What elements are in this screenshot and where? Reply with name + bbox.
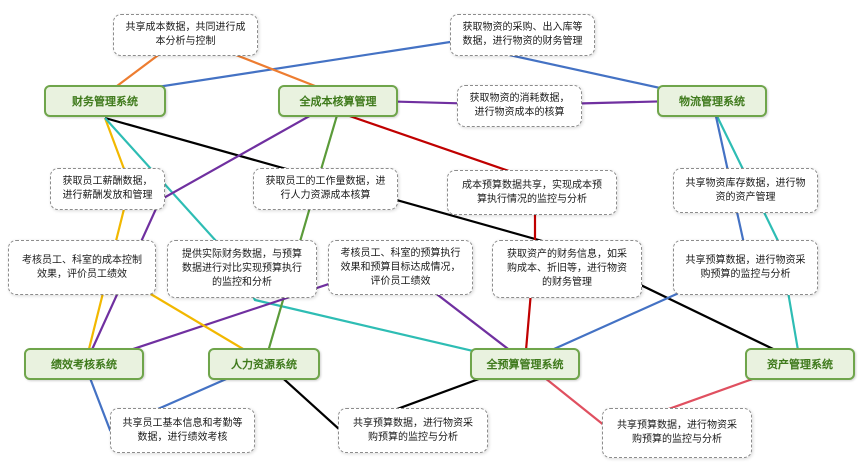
note-text: 获取物资的采购、出入库等 数据，进行物资的财务管理 (462, 22, 583, 47)
note-salary: 获取员工薪酬数据， 进行薪酬发放和管理 (50, 168, 165, 210)
note-actual-vs-budget: 提供实际财务数据，与预算 数据进行对比实现预算执行 的监控和分析 (167, 240, 317, 298)
note-logistics-finance: 获取物资的采购、出入库等 数据，进行物资的财务管理 (450, 14, 595, 56)
system-logistics[interactable]: 物流管理系统 (657, 85, 767, 117)
note-purchase-budget-1: 共享预算数据，进行物资采 购预算的监控与分析 (673, 240, 818, 295)
note-budget-eval: 考核员工、科室的预算执行 效果和预算目标达成情况， 评价员工绩效 (328, 240, 473, 295)
edge-cost-budget (337, 110, 537, 363)
note-purchase-budget-2: 共享预算数据，进行物资采 购预算的监控与分析 (338, 408, 488, 453)
note-text: 获取员工薪酬数据， 进行薪酬发放和管理 (62, 176, 153, 201)
note-hr-cost: 获取员工的工作量数据，进 行人力资源成本核算 (253, 168, 398, 210)
note-text: 获取员工的工作量数据，进 行人力资源成本核算 (265, 176, 386, 201)
note-text: 考核员工、科室的成本控制 效果，评价员工绩效 (22, 254, 142, 280)
note-text: 获取物资的消耗数据， 进行物资成本的核算 (469, 93, 570, 118)
note-material-cost: 获取物资的消耗数据， 进行物资成本的核算 (457, 85, 582, 127)
system-cost[interactable]: 全成本核算管理 (278, 85, 398, 117)
system-asset[interactable]: 资产管理系统 (745, 348, 855, 380)
edge-logistics-asset (714, 111, 802, 363)
note-purchase-budget-3: 共享预算数据，进行物资采 购预算的监控与分析 (602, 408, 752, 458)
note-text: 成本预算数据共享，实现成本预 算执行情况的监控与分析 (462, 179, 602, 205)
note-text: 共享预算数据，进行物资采 购预算的监控与分析 (353, 417, 473, 443)
note-text: 提供实际财务数据，与预算 数据进行对比实现预算执行 的监控和分析 (182, 249, 302, 288)
system-performance[interactable]: 绩效考核系统 (24, 348, 144, 380)
system-hr[interactable]: 人力资源系统 (208, 348, 320, 380)
note-text: 共享预算数据，进行物资采 购预算的监控与分析 (617, 420, 737, 445)
note-shared-cost-data: 共享成本数据，共同进行成 本分析与控制 (113, 14, 258, 56)
note-employee-info: 共享员工基本信息和考勤等 数据，进行绩效考核 (110, 408, 255, 453)
note-cost-budget-share: 成本预算数据共享，实现成本预 算执行情况的监控与分析 (447, 170, 617, 215)
note-inventory-asset: 共享物资库存数据，进行物 资的资产管理 (673, 168, 818, 213)
note-text: 考核员工、科室的预算执行 效果和预算目标达成情况， 评价员工绩效 (340, 247, 461, 287)
note-text: 共享预算数据，进行物资采 购预算的监控与分析 (685, 254, 806, 280)
note-text: 共享成本数据，共同进行成 本分析与控制 (125, 22, 246, 47)
note-cost-control-eval: 考核员工、科室的成本控制 效果，评价员工绩效 (8, 240, 156, 295)
note-text: 共享物资库存数据，进行物 资的资产管理 (685, 177, 806, 203)
system-finance[interactable]: 财务管理系统 (44, 85, 166, 117)
system-budget[interactable]: 全预算管理系统 (470, 348, 580, 380)
note-text: 获取资产的财务信息，如采 购成本、折旧等，进行物资 的财务管理 (507, 249, 627, 288)
edge-cost-performance (83, 99, 339, 366)
edge-cost-hr (263, 111, 340, 363)
note-asset-finance-info: 获取资产的财务信息，如采 购成本、折旧等，进行物资 的财务管理 (492, 240, 642, 298)
note-text: 共享员工基本信息和考勤等 数据，进行绩效考核 (122, 417, 243, 443)
edge-logistics-budget (524, 111, 750, 364)
